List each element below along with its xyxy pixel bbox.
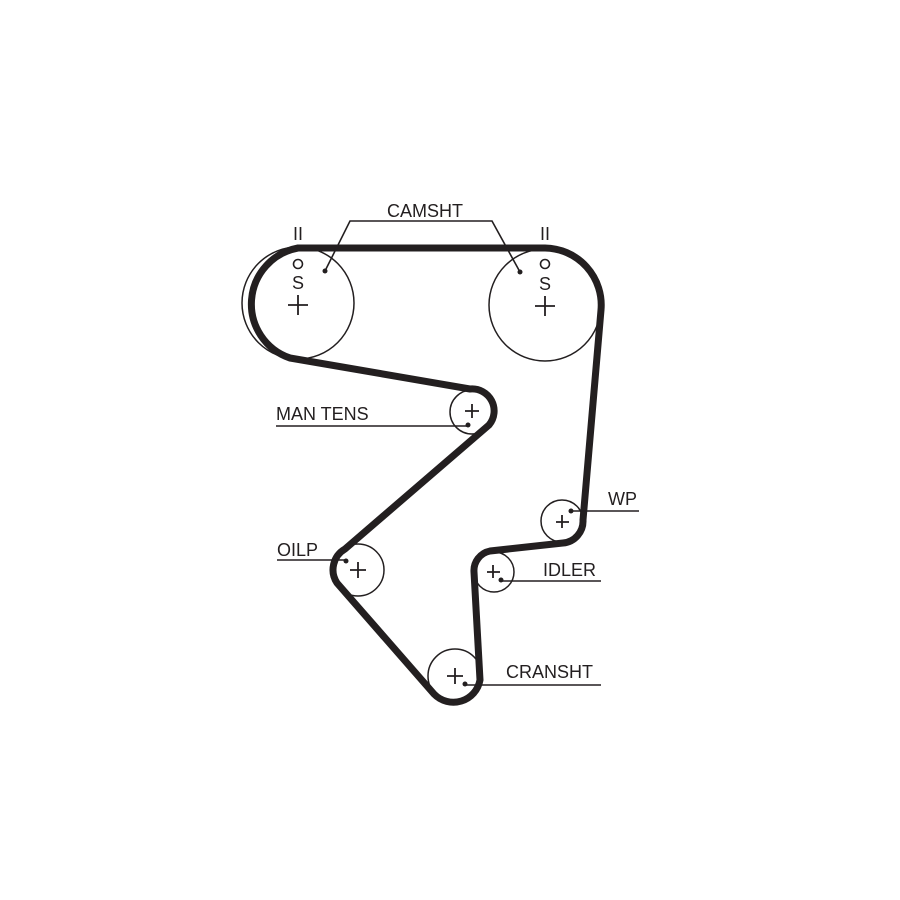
camshaft-leader-line [324, 220, 521, 273]
timing-belt [247, 244, 605, 706]
right-s-mark: S [539, 274, 551, 294]
oil-pump-label: OILP [277, 540, 318, 560]
plus-icon [288, 295, 308, 315]
crankshaft-label: CRANSHT [506, 662, 593, 682]
tensioner-label: MAN TENS [276, 404, 369, 424]
center-cross-icons [288, 295, 569, 684]
idler-label: IDLER [543, 560, 596, 580]
plus-icon [447, 668, 463, 684]
plus-icon [350, 562, 366, 578]
right-timing-mark: II [540, 224, 550, 244]
camshaft-label: CAMSHT [387, 201, 463, 221]
left-s-mark: S [292, 273, 304, 293]
left-mark-circle-icon [292, 258, 304, 270]
plus-icon [535, 296, 555, 316]
right-mark-circle-icon [539, 258, 551, 270]
water-pump-label: WP [608, 489, 637, 509]
plus-icon [465, 404, 479, 418]
left-timing-mark: II [293, 224, 303, 244]
plus-icon [556, 515, 569, 528]
plus-icon [487, 565, 500, 578]
